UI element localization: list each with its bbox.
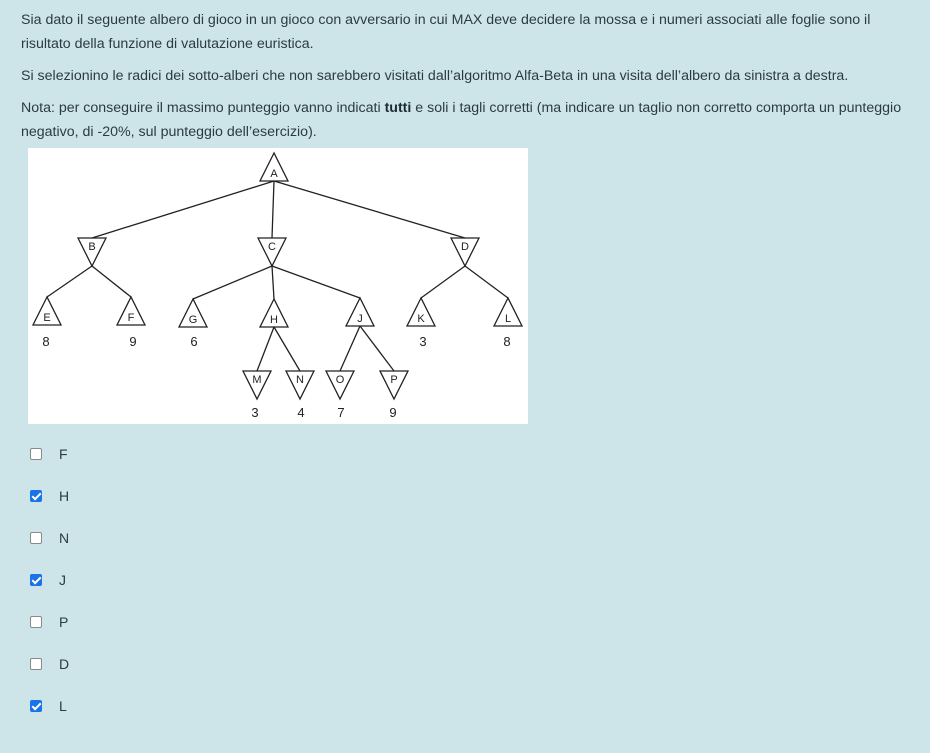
node-label-O: O bbox=[336, 374, 345, 386]
game-tree-figure: A B C D E F G H J K L M N O P 8 9 6 3 8 3 4 7 9 bbox=[28, 148, 528, 424]
node-label-D: D bbox=[461, 241, 469, 253]
node-label-N: N bbox=[296, 374, 304, 386]
edge-A-B bbox=[91, 180, 275, 239]
node-O-min-triangle bbox=[324, 370, 356, 401]
node-label-F: F bbox=[128, 312, 135, 324]
node-label-P: P bbox=[390, 374, 397, 386]
option-label: L bbox=[59, 698, 67, 714]
node-label-E: E bbox=[43, 312, 50, 324]
node-label-G: G bbox=[189, 314, 198, 326]
question-paragraph-1: Sia dato il seguente albero di gioco in … bbox=[21, 12, 871, 52]
note-emphasis: tutti bbox=[384, 100, 412, 116]
option-f[interactable]: F bbox=[30, 442, 68, 466]
game-tree-diagram: A B C D E F G H J K L M N O P 8 9 6 3 8 3 4 7 9 bbox=[31, 151, 524, 420]
leaf-value-N: 4 bbox=[297, 405, 304, 420]
node-A-max-triangle bbox=[258, 151, 290, 182]
checkbox-j[interactable] bbox=[30, 574, 42, 586]
note-text-start: Nota: per conseguire il massimo punteggi… bbox=[21, 100, 385, 116]
edge-D-K bbox=[420, 265, 466, 299]
option-label: F bbox=[59, 446, 68, 462]
option-label: J bbox=[59, 572, 66, 588]
node-C-min-triangle bbox=[256, 237, 288, 268]
node-label-A: A bbox=[270, 168, 278, 180]
option-n[interactable]: N bbox=[30, 526, 69, 550]
node-D-min-triangle bbox=[449, 237, 481, 268]
option-label: N bbox=[59, 530, 70, 546]
option-p[interactable]: P bbox=[30, 610, 68, 634]
option-label: H bbox=[59, 488, 70, 504]
edge-H-N bbox=[273, 326, 301, 372]
leaf-value-E: 8 bbox=[42, 334, 49, 349]
edge-B-E bbox=[46, 265, 93, 298]
node-K-max-triangle bbox=[405, 296, 437, 327]
question-note: Nota: per conseguire il massimo punteggi… bbox=[21, 96, 921, 144]
edge-H-M bbox=[256, 326, 275, 372]
checkbox-d[interactable] bbox=[30, 658, 42, 670]
leaf-value-L: 8 bbox=[503, 334, 510, 349]
checkbox-h[interactable] bbox=[30, 490, 42, 502]
checkbox-l[interactable] bbox=[30, 700, 42, 712]
node-label-J: J bbox=[357, 313, 363, 325]
edge-J-O bbox=[339, 325, 361, 372]
option-d[interactable]: D bbox=[30, 652, 69, 676]
node-label-C: C bbox=[268, 241, 276, 253]
option-l[interactable]: L bbox=[30, 694, 67, 718]
option-h[interactable]: H bbox=[30, 484, 69, 508]
edge-C-G bbox=[192, 265, 273, 300]
checkbox-p[interactable] bbox=[30, 616, 42, 628]
option-label: P bbox=[59, 614, 69, 630]
edge-A-D bbox=[273, 180, 466, 239]
node-G-max-triangle bbox=[177, 297, 209, 328]
edge-J-P bbox=[359, 325, 395, 372]
edge-B-F bbox=[91, 265, 132, 298]
node-label-B: B bbox=[88, 241, 95, 253]
option-j[interactable]: J bbox=[30, 568, 66, 592]
node-N-min-triangle bbox=[284, 370, 316, 401]
checkbox-n[interactable] bbox=[30, 532, 42, 544]
node-B-min-triangle bbox=[76, 237, 108, 268]
node-label-K: K bbox=[417, 313, 425, 325]
node-E-max-triangle bbox=[31, 295, 63, 326]
node-J-max-triangle bbox=[344, 296, 376, 327]
option-label: D bbox=[59, 656, 70, 672]
node-label-H: H bbox=[270, 314, 278, 326]
node-label-L: L bbox=[505, 313, 511, 325]
node-M-min-triangle bbox=[241, 370, 273, 401]
leaf-value-M: 3 bbox=[251, 405, 258, 420]
edge-C-H bbox=[271, 265, 275, 300]
checkbox-f[interactable] bbox=[30, 448, 42, 460]
leaf-value-G: 6 bbox=[190, 334, 197, 349]
edge-A-C bbox=[271, 180, 275, 239]
leaf-value-O: 7 bbox=[337, 405, 344, 420]
question-paragraph-2: Si selezionino le radici dei sotto-alber… bbox=[21, 68, 849, 84]
edge-D-L bbox=[464, 265, 509, 299]
node-F-max-triangle bbox=[115, 295, 147, 326]
edge-C-J bbox=[271, 265, 361, 299]
leaf-value-P: 9 bbox=[389, 405, 396, 420]
node-P-min-triangle bbox=[378, 370, 410, 401]
leaf-value-K: 3 bbox=[419, 334, 426, 349]
question-text: Sia dato il seguente albero di gioco in … bbox=[21, 8, 921, 152]
node-L-max-triangle bbox=[492, 296, 524, 327]
node-H-max-triangle bbox=[258, 297, 290, 328]
leaf-value-F: 9 bbox=[129, 334, 136, 349]
node-label-M: M bbox=[252, 374, 261, 386]
note-text-end: e soli i tagli corretti (ma indicare un … bbox=[21, 100, 902, 140]
